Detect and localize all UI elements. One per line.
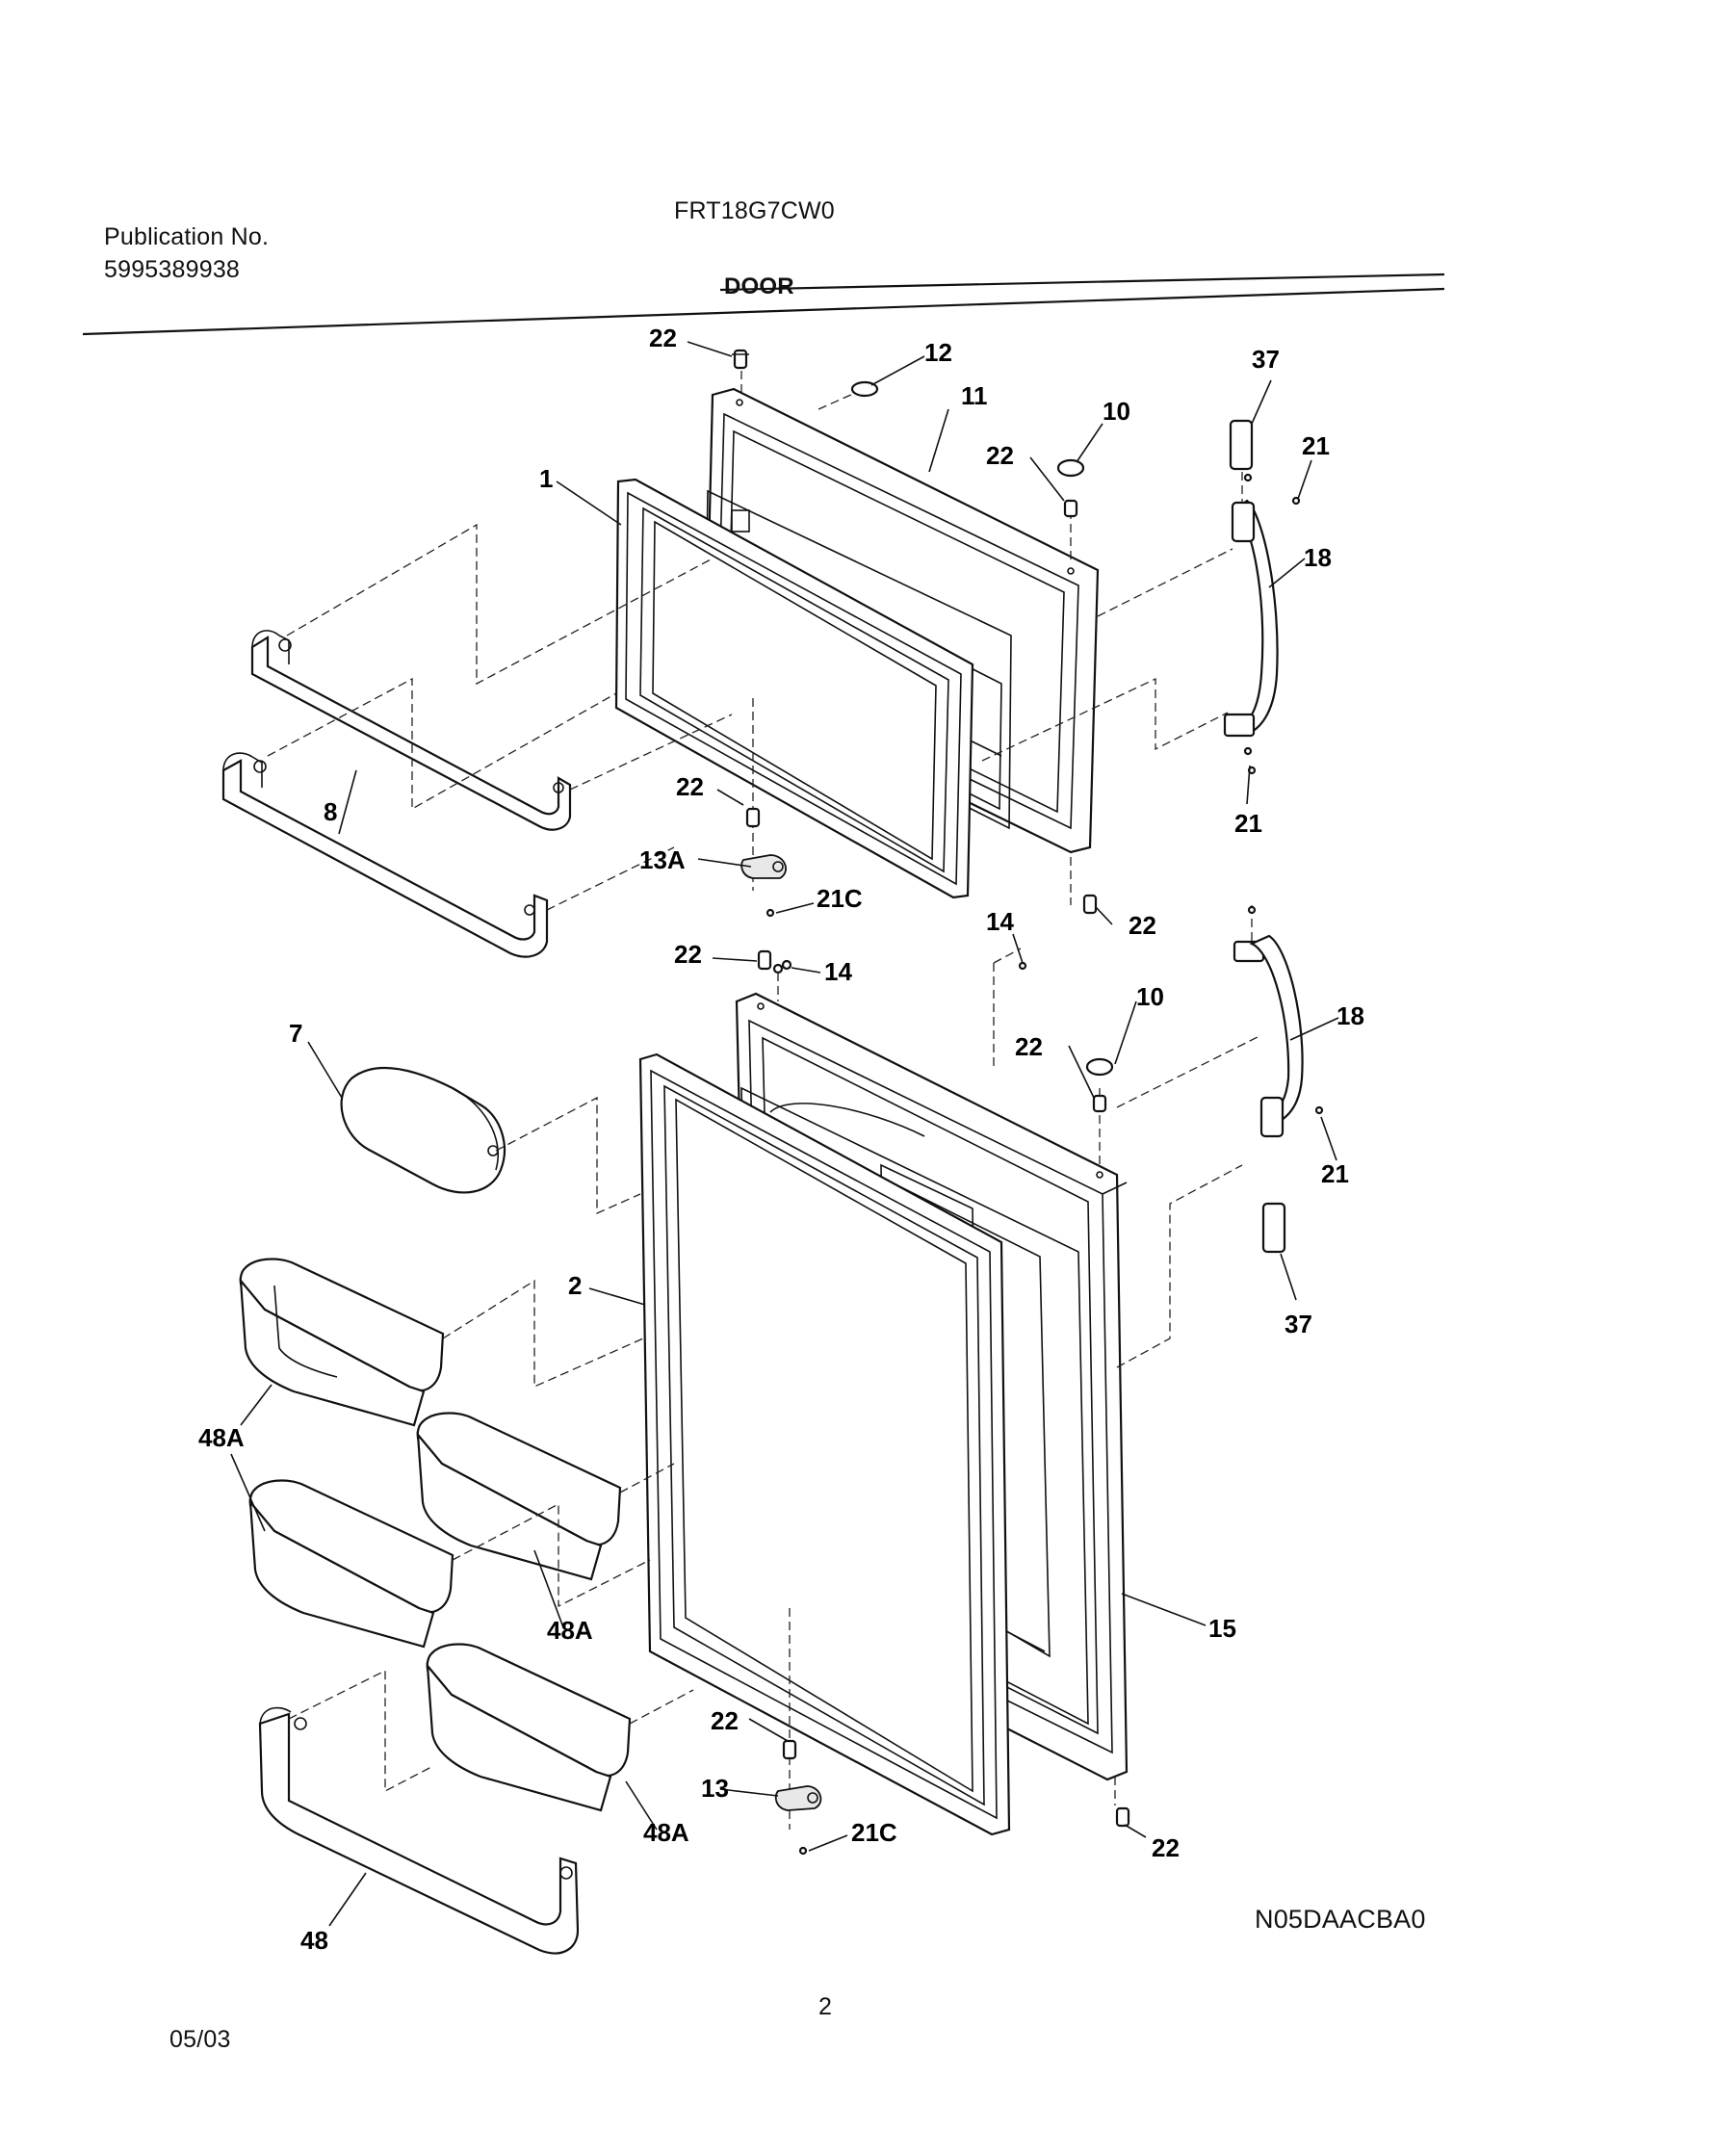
publication-number: 5995389938: [104, 256, 241, 283]
page-number: 2: [818, 1993, 833, 2020]
callout-10-freezer: 10: [1103, 397, 1130, 426]
callout-21-fresh: 21: [1321, 1159, 1349, 1188]
door-stop-freezer: [740, 854, 787, 879]
callout-2: 2: [568, 1271, 582, 1300]
door-bin-lower-right: [426, 1643, 632, 1812]
callout-21c-fresh: 21C: [851, 1818, 897, 1847]
door-plug-freezer: [850, 380, 879, 398]
callout-48: 48: [300, 1926, 328, 1955]
callout-1: 1: [539, 464, 553, 493]
callout-14-freezer: 14: [986, 907, 1014, 936]
diagram-code: N05DAACBA0: [1255, 1905, 1426, 1934]
freezer-door-shelf-lower: [221, 752, 549, 958]
freezer-door-shelf-upper: [250, 630, 572, 831]
callout-22-fresh-bottom-right: 22: [1152, 1833, 1180, 1862]
publication-label: Publication No.: [104, 223, 270, 250]
door-bin-middle-right: [416, 1412, 622, 1581]
callout-22-freezer-top: 22: [649, 324, 677, 352]
callout-22-freezer-bottom: 22: [676, 772, 704, 801]
callout-11: 11: [961, 381, 988, 410]
callout-48a-middle: 48A: [547, 1616, 593, 1645]
hinge-hole-plug-fresh: [1085, 1057, 1114, 1077]
callout-13: 13: [701, 1774, 729, 1803]
shims-fresh-top: [772, 959, 1027, 974]
door-bin-middle-left: [248, 1479, 454, 1649]
section-title: DOOR: [724, 273, 794, 299]
callout-14-fresh: 14: [824, 957, 852, 986]
callout-22-fresh-bottom: 22: [711, 1706, 739, 1735]
hinge-hole-plug-freezer: [1056, 458, 1085, 478]
callout-48a-left: 48A: [198, 1423, 245, 1452]
callout-37-freezer: 37: [1252, 345, 1280, 374]
door-shelf-bottom: [258, 1706, 580, 1955]
callout-18-fresh: 18: [1337, 1001, 1364, 1030]
callout-21-freezer-bottom: 21: [1234, 809, 1262, 838]
callout-18-freezer: 18: [1304, 543, 1332, 572]
hinge-pin-fresh-top: [757, 949, 772, 971]
hinge-pin-fresh-bottom-left: [782, 1739, 797, 1760]
callout-22-fresh-top: 22: [674, 940, 702, 969]
callout-48a-lower: 48A: [643, 1818, 689, 1847]
callout-22-fresh-handle: 22: [1015, 1032, 1043, 1061]
screw-freezer-door-stop: [766, 908, 775, 918]
callout-21c-freezer: 21C: [817, 884, 863, 913]
hinge-pin-fresh-handle: [1092, 1094, 1107, 1113]
callout-21-freezer-top: 21: [1302, 431, 1330, 460]
handle-trim-fresh: [1261, 1202, 1286, 1254]
callout-37-fresh: 37: [1285, 1310, 1312, 1338]
header-rule-lower: [82, 287, 1445, 336]
door-bin-upper-left: [239, 1258, 445, 1427]
header-rule-upper: [719, 273, 1445, 292]
callout-22-freezer-handle: 22: [986, 441, 1014, 470]
dairy-compartment: [340, 1067, 506, 1194]
callout-12: 12: [924, 338, 952, 367]
leader-lines: [230, 341, 1339, 1927]
screw-fresh-door-stop: [798, 1846, 808, 1856]
fresh-food-door-handle: [1233, 934, 1304, 1138]
callout-22-freezer-bottom-right: 22: [1129, 911, 1156, 940]
callout-13a: 13A: [639, 845, 686, 874]
freezer-door-handle: [1223, 499, 1279, 738]
callout-15: 15: [1208, 1614, 1236, 1643]
callout-7: 7: [289, 1019, 302, 1048]
hinge-pin-fresh-bottom-right: [1115, 1806, 1130, 1828]
hinge-pin-freezer-handle: [1063, 499, 1078, 518]
hinge-pin-freezer-top: [732, 349, 749, 370]
fresh-food-door-gasket: [638, 1052, 1011, 1836]
screws-fresh-handle: [1247, 905, 1324, 1115]
door-stop-fresh: [774, 1785, 822, 1811]
freezer-door-gasket: [614, 478, 974, 899]
handle-trim-freezer: [1229, 419, 1254, 471]
revision-date: 05/03: [169, 2026, 231, 2053]
callout-8: 8: [324, 797, 337, 826]
model-number: FRT18G7CW0: [674, 197, 835, 224]
callout-10-fresh: 10: [1136, 982, 1164, 1011]
hinge-pin-freezer-bottom-left: [745, 807, 761, 828]
hinge-pin-freezer-bottom-right: [1082, 894, 1098, 915]
